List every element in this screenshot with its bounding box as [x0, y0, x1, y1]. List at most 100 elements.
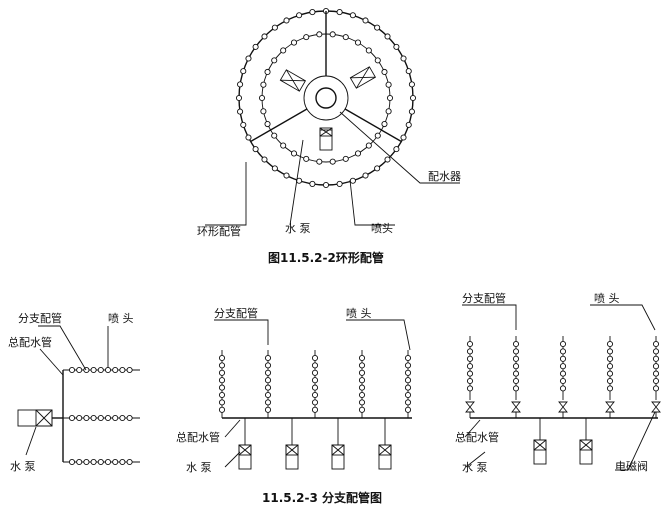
nozzle-icon [322, 181, 330, 189]
nozzle-icon [76, 458, 83, 466]
nozzle-icon [311, 384, 319, 391]
branch-diagram-left: 分支配管 总配水管 喷 头 水 泵 [8, 311, 140, 473]
nozzle-icon [606, 377, 614, 385]
nozzle-icon [261, 33, 268, 40]
label-pump: 水 泵 [285, 222, 311, 235]
nozzle-icon [559, 385, 567, 392]
nozzle-icon [362, 17, 369, 24]
nozzle-icon [311, 377, 319, 384]
nozzle-icon [245, 134, 252, 141]
nozzle-icon [358, 406, 366, 413]
nozzle-icon [97, 414, 104, 422]
nozzle-icon [218, 362, 226, 369]
nozzle-icon [261, 156, 268, 163]
pump [378, 444, 392, 470]
nozzle-icon [404, 377, 412, 384]
nozzle-icon [652, 363, 660, 370]
nozzle-icon [97, 458, 104, 466]
nozzle-icon [466, 377, 474, 385]
nozzle-icon [652, 370, 660, 377]
nozzle-icon [336, 9, 343, 16]
pump [238, 444, 252, 470]
nozzle-icon [512, 363, 520, 370]
nozzle-icon [358, 354, 366, 362]
spoke-pipe [250, 108, 308, 143]
pump [533, 439, 547, 465]
nozzle-icon [559, 348, 567, 355]
leader-distributor [339, 111, 460, 184]
nozzle-icon [512, 340, 520, 348]
mid-label-pump: 水 泵 [186, 461, 212, 474]
nozzle-icon [83, 414, 90, 422]
nozzle-icon [404, 406, 412, 413]
nozzle-icon [119, 366, 126, 374]
nozzle-icon [404, 384, 412, 391]
nozzle-icon [342, 155, 349, 162]
nozzle-icon [126, 458, 133, 466]
nozzle-icon [264, 68, 271, 76]
nozzle-icon [237, 81, 244, 88]
spoke-pipe [344, 108, 402, 143]
nozzle-icon [559, 355, 567, 362]
nozzle-icon [512, 370, 520, 377]
leader-ring-pipe [205, 162, 247, 226]
caption-branch: 11.5.2-3 分支配管图 [262, 490, 382, 505]
nozzle-icon [104, 458, 112, 466]
nozzle-icon [264, 399, 272, 406]
nozzle-icon [354, 150, 362, 157]
nozzle-icon [271, 24, 278, 31]
nozzle-icon [466, 355, 474, 362]
nozzle-icon [652, 348, 660, 355]
nozzle-icon [311, 406, 319, 413]
solenoid-valve-icon [605, 401, 615, 418]
nozzle-icon [264, 120, 271, 128]
nozzle-icon [466, 340, 474, 348]
nozzle-icon [354, 39, 362, 46]
left-label-pump: 水 泵 [10, 460, 36, 473]
nozzle-icon [404, 354, 412, 362]
nozzle-icon [104, 366, 112, 374]
nozzle-icon [240, 121, 247, 128]
nozzle-icon [290, 150, 298, 157]
mid-label-branch: 分支配管 [214, 306, 258, 320]
nozzle-icon [112, 366, 119, 374]
nozzle-icon [400, 55, 407, 62]
nozzle-icon [296, 12, 303, 19]
left-label-nozzle: 喷 头 [108, 312, 134, 325]
nozzle-icon [466, 348, 474, 355]
nozzle-icon [466, 363, 474, 370]
nozzle-icon [218, 354, 226, 362]
nozzle-icon [358, 377, 366, 384]
left-pump [17, 409, 53, 427]
nozzle-icon [393, 43, 400, 50]
label-nozzle: 喷头 [371, 222, 393, 235]
left-label-main: 总配水管 [8, 335, 52, 349]
nozzle-icon [559, 377, 567, 385]
mid-label-main: 总配水管 [176, 430, 220, 444]
nozzle-icon [329, 31, 336, 38]
nozzle-icon [606, 340, 614, 348]
right-label-solenoid: 电磁阀 [615, 459, 648, 473]
nozzle-icon [385, 108, 392, 115]
nozzle-icon [404, 362, 412, 369]
leader-nozzle [349, 179, 395, 226]
nozzle-icon [90, 414, 97, 422]
nozzle-icon [264, 406, 272, 413]
nozzle-icon [245, 55, 252, 62]
nozzle-icon [358, 362, 366, 369]
nozzle-icon [336, 180, 343, 187]
label-ring-pipe: 环形配管 [197, 224, 241, 238]
nozzle-icon [393, 146, 400, 153]
pump-bottom [319, 127, 333, 151]
nozzle-icon [258, 94, 266, 102]
nozzle-icon [90, 366, 97, 374]
nozzle-icon [652, 377, 660, 385]
nozzle-icon [365, 47, 372, 54]
label-distributor: 配水器 [428, 170, 461, 183]
nozzle-icon [260, 108, 267, 115]
caption-ring: 图11.5.2-2环形配管 [268, 250, 384, 265]
nozzle-icon [309, 9, 316, 16]
nozzle-icon [374, 24, 381, 31]
nozzle-icon [349, 12, 356, 19]
